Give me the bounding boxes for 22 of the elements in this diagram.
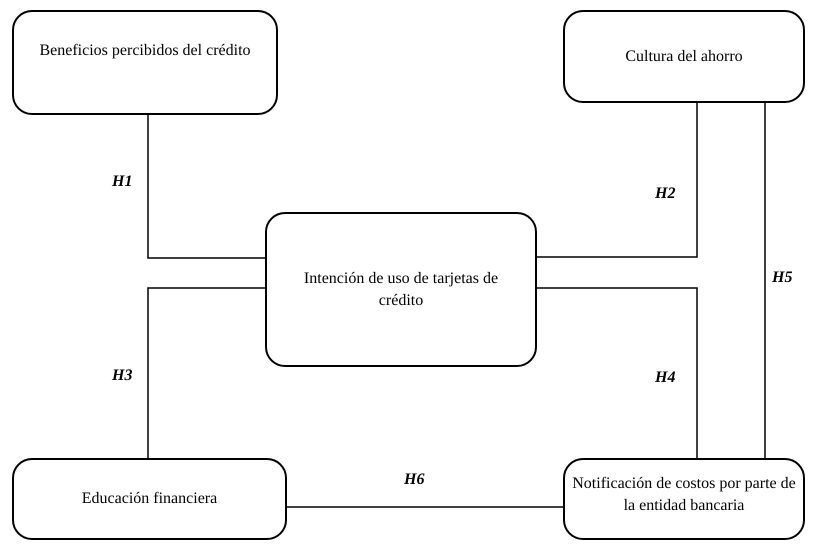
rounded-box bbox=[563, 10, 805, 103]
connector-line bbox=[537, 287, 698, 458]
edge-label: H3 bbox=[112, 368, 132, 384]
edge-label: H2 bbox=[655, 186, 676, 202]
connector-line bbox=[147, 115, 265, 259]
connector-line bbox=[287, 506, 563, 508]
connector-line bbox=[537, 103, 698, 258]
box-text: Notificación de costos por parte de la entidad bancaria bbox=[571, 474, 797, 516]
edge-label: H1 bbox=[112, 174, 132, 190]
edge-label: H5 bbox=[772, 270, 792, 286]
rounded-box bbox=[265, 212, 537, 367]
box-text: Intención de uso de tarjetas de crédito bbox=[302, 268, 500, 310]
rounded-box bbox=[12, 458, 287, 540]
edge-label: H4 bbox=[655, 370, 676, 386]
box-text: Educación financiera bbox=[82, 489, 218, 510]
edge-label: H6 bbox=[404, 472, 424, 488]
rounded-box bbox=[563, 458, 805, 540]
box-text: Beneficios percibidos del crédito bbox=[39, 40, 251, 61]
box-text: Cultura del ahorro bbox=[625, 46, 743, 67]
connector-line bbox=[764, 103, 766, 458]
rounded-box bbox=[12, 10, 278, 115]
connector-line bbox=[147, 287, 265, 458]
